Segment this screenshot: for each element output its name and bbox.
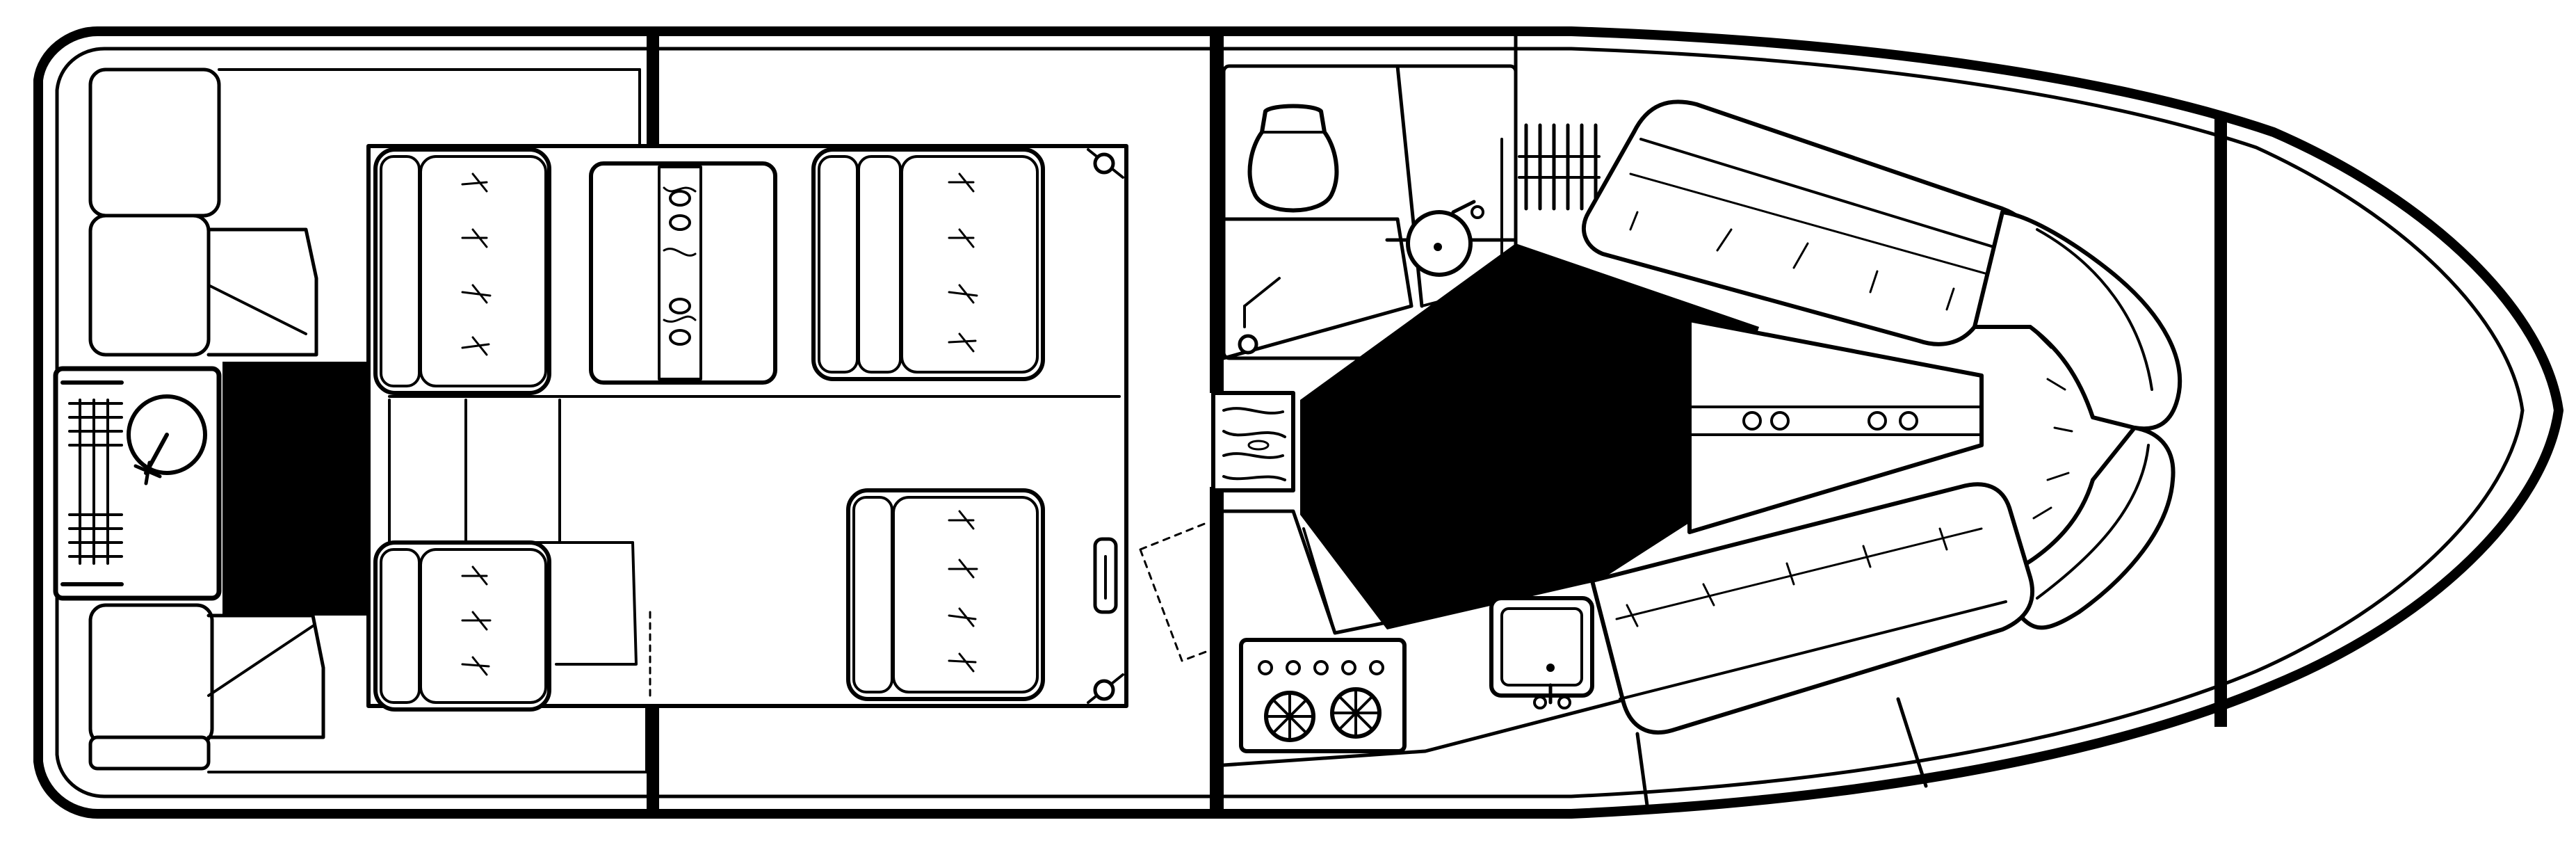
v-berth-cushion-starboard bbox=[1590, 482, 2035, 735]
companionway-step bbox=[1211, 391, 1295, 492]
v-berth-table bbox=[1687, 318, 1984, 534]
v-berth-cushion-bow bbox=[1972, 210, 2182, 630]
toilet-icon bbox=[1247, 104, 1339, 213]
deck-hatch bbox=[1093, 520, 1211, 662]
steering-wheel-icon bbox=[127, 394, 207, 485]
stove-icon bbox=[1239, 638, 1407, 753]
vent-grille-head bbox=[1518, 123, 1601, 211]
vent-grille-helm bbox=[68, 399, 123, 565]
head-compartment bbox=[1222, 64, 1518, 360]
deck-seat-starboard-aft bbox=[373, 540, 551, 712]
head-sink-icon bbox=[1406, 200, 1484, 277]
cabin-floor bbox=[1300, 243, 1759, 629]
deck-seat-starboard-fwd bbox=[846, 488, 1045, 701]
galley-sink-icon bbox=[1489, 596, 1594, 709]
helm-floor bbox=[222, 362, 386, 616]
hull bbox=[33, 26, 2563, 819]
helm-area bbox=[53, 67, 648, 773]
table bbox=[589, 161, 777, 385]
v-berth-storage bbox=[1635, 697, 1928, 812]
deck-seat-port-aft bbox=[373, 147, 551, 395]
deck-seat-port-fwd bbox=[811, 147, 1045, 381]
